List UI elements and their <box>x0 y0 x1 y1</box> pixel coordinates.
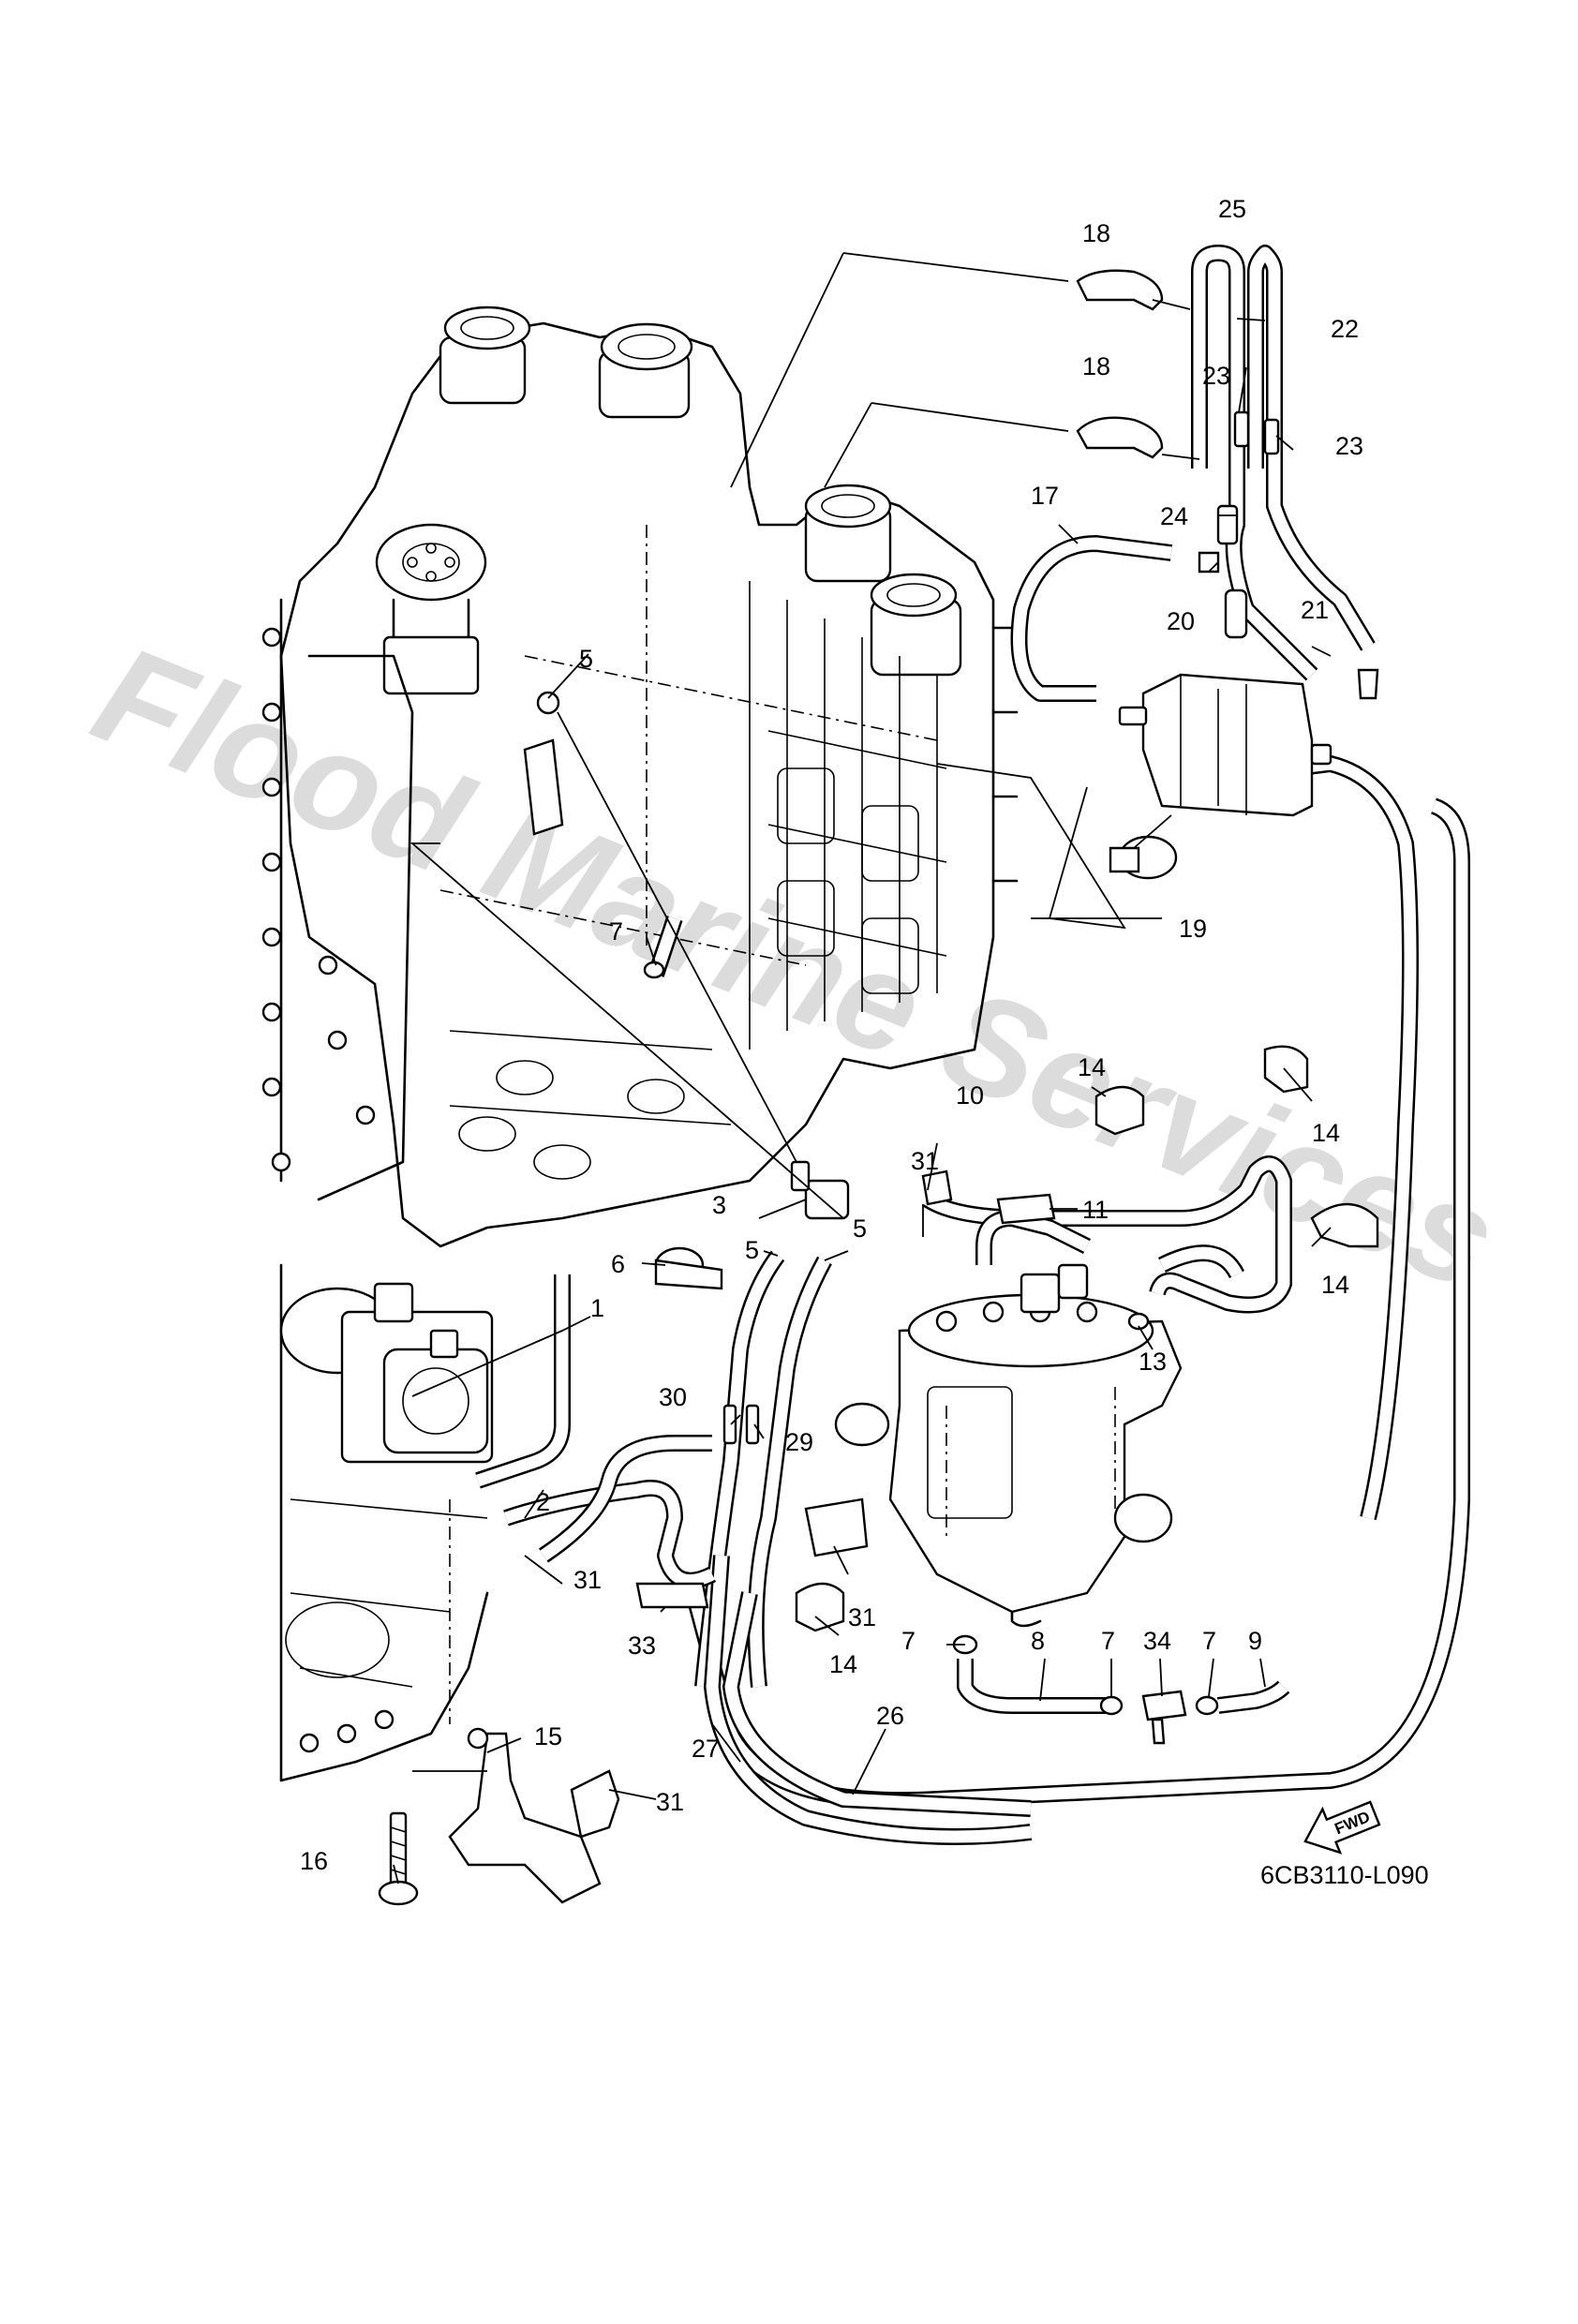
engine-block <box>261 305 1019 1248</box>
callout: 31 <box>656 1788 684 1816</box>
callout: 31 <box>911 1147 939 1175</box>
callout: 18 <box>1082 352 1110 380</box>
callout: 34 <box>1143 1627 1171 1655</box>
drawing-code: 6CB3110-L090 <box>1260 1861 1429 1889</box>
callout: 27 <box>692 1735 720 1763</box>
callout: 14 <box>829 1650 857 1678</box>
callout: 18 <box>1082 219 1110 247</box>
callout: 7 <box>1101 1627 1115 1655</box>
callout: 26 <box>876 1702 904 1730</box>
fuel-filter-assembly <box>834 1263 1183 1628</box>
callout: 7 <box>609 917 623 946</box>
leader-lines <box>393 252 1332 1885</box>
callout: 2 <box>536 1488 550 1516</box>
callout: 31 <box>848 1603 876 1631</box>
callout: 7 <box>901 1627 916 1655</box>
callout: 14 <box>1312 1119 1340 1147</box>
callout: 1 <box>590 1294 604 1322</box>
callout: 29 <box>785 1428 813 1456</box>
callout: 3 <box>712 1191 726 1219</box>
callout: 6 <box>611 1250 625 1278</box>
throttle-body-assembly <box>279 1263 494 1782</box>
callout: 23 <box>1335 432 1363 460</box>
callout: 8 <box>1031 1627 1045 1655</box>
callout: 14 <box>1078 1053 1106 1081</box>
callout: 33 <box>628 1631 656 1660</box>
callout: 11 <box>1082 1196 1109 1224</box>
callout: 31 <box>573 1566 602 1594</box>
hoses <box>475 245 1470 1845</box>
callout: 17 <box>1031 482 1059 510</box>
callout: 5 <box>745 1236 759 1264</box>
block-bolts <box>261 627 376 1172</box>
callout: 14 <box>1321 1271 1349 1299</box>
callout: 22 <box>1331 315 1359 343</box>
callout: 7 <box>1202 1627 1216 1655</box>
callout: 9 <box>1248 1627 1262 1655</box>
callout: 30 <box>659 1383 687 1411</box>
callout: 16 <box>300 1847 328 1875</box>
callout: 5 <box>853 1214 867 1243</box>
callout: 24 <box>1160 502 1188 530</box>
callout: 15 <box>534 1722 562 1750</box>
callout: 10 <box>956 1081 984 1110</box>
callout: 21 <box>1301 596 1329 624</box>
callout: 13 <box>1139 1348 1167 1376</box>
callout: 19 <box>1179 915 1207 943</box>
fwd-arrow-icon: FWD <box>1303 1800 1381 1855</box>
small-parts <box>378 269 1379 1906</box>
callout-labels: 25 18 22 18 23 23 17 24 20 21 5 19 7 14 … <box>300 195 1363 1875</box>
callout: 20 <box>1167 607 1195 635</box>
canister <box>1118 673 1332 817</box>
callout: 25 <box>1218 195 1246 223</box>
callout: 5 <box>579 645 593 673</box>
callout: 23 <box>1202 362 1230 390</box>
